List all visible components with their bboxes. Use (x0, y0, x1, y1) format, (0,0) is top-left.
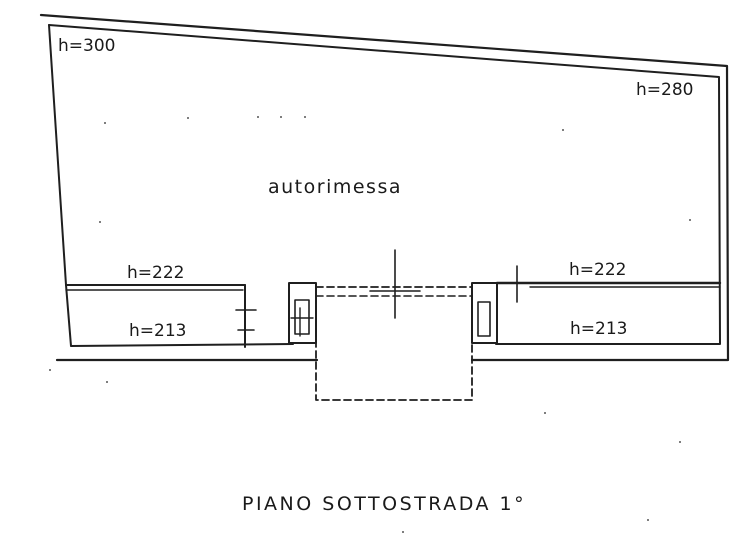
ramp-dashed-outline (315, 295, 473, 401)
scan-speck (49, 369, 51, 371)
height-label-low-right: h=213 (570, 319, 628, 339)
scan-speck (104, 122, 106, 124)
height-label-top-left: h=300 (58, 36, 116, 56)
pillar-right-inner (477, 301, 491, 337)
height-label-top-right: h=280 (636, 80, 694, 100)
scan-speck (647, 519, 649, 521)
scan-speck (562, 129, 564, 131)
scan-speck (679, 441, 681, 443)
axis-mark-left (235, 299, 257, 341)
axis-mark-pillar (290, 307, 314, 337)
scan-speck (99, 221, 101, 223)
outer-wall-inner-line (48, 24, 721, 347)
scan-speck (187, 117, 189, 119)
scan-speck (106, 381, 108, 383)
scan-speck (257, 116, 259, 118)
outer-wall-outer-line (39, 13, 730, 362)
pillar-right (471, 282, 498, 344)
height-label-low-left: h=213 (129, 321, 187, 341)
outer-wall-left-inner (48, 24, 67, 286)
height-label-mid-right: h=222 (569, 260, 627, 280)
scan-speck (280, 116, 282, 118)
scan-speck (544, 412, 546, 414)
pillar-left-inner (294, 299, 310, 335)
axis-mark-center (369, 249, 421, 319)
room-label: autorimessa (268, 176, 402, 198)
height-label-mid-left: h=222 (127, 263, 185, 283)
scan-speck (304, 116, 306, 118)
scan-speck (689, 219, 691, 221)
plan-title: PIANO SOTTOSTRADA 1° (242, 493, 527, 515)
scan-speck (402, 531, 404, 533)
